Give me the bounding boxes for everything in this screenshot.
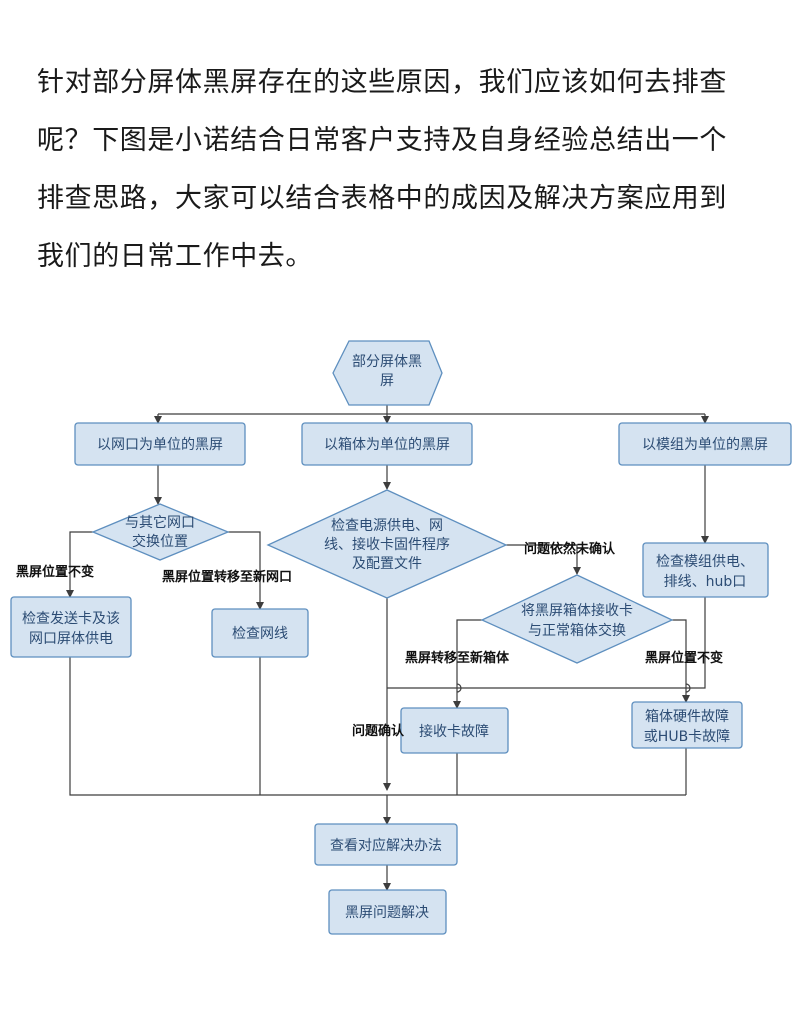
node-resolved: 黑屏问题解决: [328, 889, 447, 935]
node-module-blackout-label: 以模组为单位的黑屏: [642, 437, 768, 453]
node-cabinet-blackout-label: 以箱体为单位的黑屏: [324, 437, 450, 453]
node-check-cable: 检查网线: [211, 608, 309, 658]
node-receiver-fault: 接收卡故障: [400, 707, 509, 754]
node-start: 部分屏体黑 屏: [332, 340, 443, 406]
decision-swap-port-line: 与其它网口: [125, 514, 195, 531]
node-check-sender-line: 网口屏体供电: [29, 631, 113, 647]
node-port-blackout: 以网口为单位的黑屏: [74, 422, 246, 466]
intro-line: 针对部分屏体黑屏存在的这些原因，我们应该如何去排查: [37, 67, 727, 98]
node-cabinet-blackout: 以箱体为单位的黑屏: [301, 422, 473, 466]
decision-check-power-line: 检查电源供电、网: [331, 518, 443, 534]
decision-swap-cabinet-line: 将黑屏箱体接收卡: [521, 602, 633, 619]
node-find-solution: 查看对应解决办法: [314, 823, 458, 866]
node-resolved-label: 黑屏问题解决: [345, 905, 429, 921]
connector-lines: [66, 405, 709, 891]
decision-swap-cabinet-line: 与正常箱体交换: [528, 622, 626, 639]
node-module-blackout: 以模组为单位的黑屏: [618, 422, 792, 466]
intro-line: 我们的日常工作中去。: [37, 241, 313, 272]
edge-label-moved-to-new-cabinet: 黑屏转移至新箱体: [405, 650, 510, 666]
intro-paragraph: 针对部分屏体黑屏存在的这些原因，我们应该如何去排查 呢？下图是小诺结合日常客户支…: [37, 54, 777, 286]
decision-check-power-line: 线、接收卡固件程序: [324, 536, 450, 553]
intro-line: 呢？下图是小诺结合日常客户支持及自身经验总结出一个: [37, 125, 727, 156]
node-check-module-line: 排线、hub口: [664, 574, 747, 590]
node-receiver-fault-label: 接收卡故障: [419, 723, 489, 740]
node-hardware-fault: 箱体硬件故障 或HUB卡故障: [631, 701, 743, 749]
edge-label-still-unconfirmed: 问题依然未确认: [524, 541, 616, 557]
node-check-module: 检查模组供电、 排线、hub口: [642, 542, 769, 598]
node-check-module-line: 检查模组供电、: [656, 554, 754, 570]
decision-swap-port-line: 交换位置: [132, 533, 188, 550]
node-port-blackout-label: 以网口为单位的黑屏: [97, 437, 223, 453]
node-hardware-fault-line: 箱体硬件故障: [645, 709, 729, 725]
node-check-sender: 检查发送卡及该 网口屏体供电: [10, 596, 132, 658]
node-start-line: 屏: [380, 373, 394, 389]
decision-swap-port: 与其它网口 交换位置: [91, 503, 230, 561]
node-start-line: 部分屏体黑: [352, 354, 422, 370]
intro-line: 排查思路，大家可以结合表格中的成因及解决方案应用到: [37, 183, 727, 214]
node-find-solution-label: 查看对应解决办法: [330, 837, 442, 854]
edge-labels: 黑屏位置不变 黑屏位置转移至新网口 问题依然未确认 黑屏转移至新箱体 黑屏位置不…: [16, 541, 723, 739]
decision-swap-cabinet: 将黑屏箱体接收卡 与正常箱体交换: [480, 574, 674, 664]
edge-label-position-unchanged: 黑屏位置不变: [16, 564, 94, 580]
decision-check-power-line: 及配置文件: [352, 556, 422, 572]
node-check-cable-label: 检查网线: [232, 626, 288, 642]
decision-check-power: 检查电源供电、网 线、接收卡固件程序 及配置文件: [266, 489, 508, 599]
node-hardware-fault-line: 或HUB卡故障: [644, 729, 730, 745]
edge-label-confirmed: 问题确认: [352, 723, 405, 739]
node-check-sender-line: 检查发送卡及该: [22, 611, 120, 627]
edge-label-position-unchanged: 黑屏位置不变: [645, 650, 723, 666]
edge-label-moved-to-new-port: 黑屏位置转移至新网口: [162, 569, 292, 585]
